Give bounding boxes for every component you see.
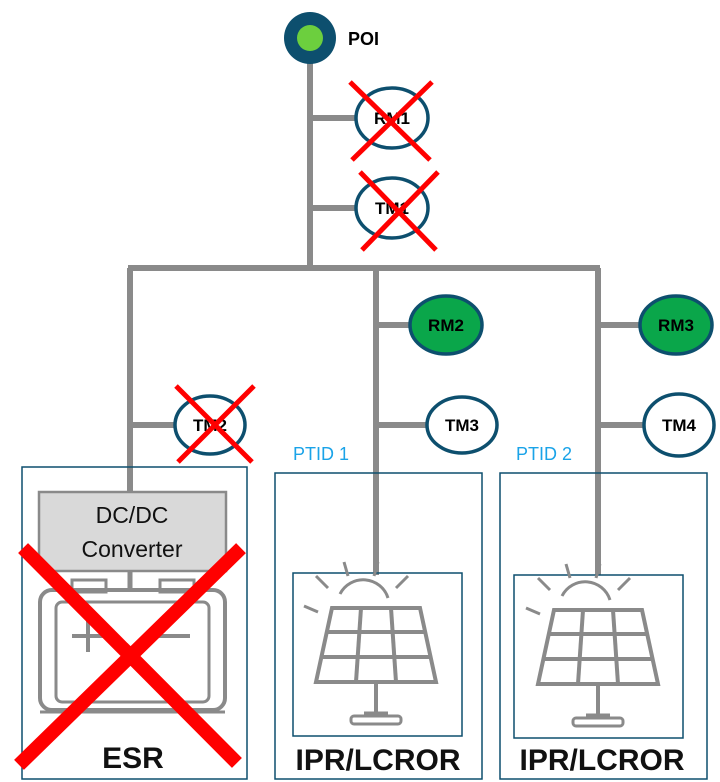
bus-lines — [127, 58, 644, 575]
ipr2-label: IPR/LCROR — [520, 744, 685, 777]
solar-panel-icon — [526, 564, 658, 726]
ipr1-label: IPR/LCROR — [296, 744, 461, 777]
rm2-label: RM2 — [428, 316, 464, 335]
esr-label: ESR — [102, 742, 164, 775]
converter-line2: Converter — [82, 536, 183, 562]
ptid1-label: PTID 1 — [293, 444, 349, 464]
converter-line1: DC/DC — [96, 502, 169, 528]
ptid1-box — [274, 472, 483, 780]
solar-box-1 — [292, 572, 463, 737]
dcdc-converter: DC/DC Converter — [37, 490, 228, 573]
solar-box-2 — [513, 574, 684, 739]
rm3-meter: RM3 — [638, 294, 714, 356]
tm3-label: TM3 — [445, 416, 479, 435]
esr-box — [21, 466, 248, 780]
tm4-meter: TM4 — [642, 392, 716, 458]
esr-cross-icon — [14, 543, 246, 770]
tm1-cross-icon — [358, 170, 440, 252]
ptid2-box — [499, 472, 708, 780]
solar-panel-icon — [304, 562, 436, 724]
tm3-meter: TM3 — [425, 395, 499, 455]
rm3-label: RM3 — [658, 316, 694, 335]
rm2-meter: RM2 — [408, 294, 484, 356]
poi-node — [284, 12, 336, 64]
battery-icon — [38, 578, 227, 714]
ptid2-label: PTID 2 — [516, 444, 572, 464]
rm1-cross-icon — [348, 80, 434, 162]
poi-label: POI — [348, 29, 379, 49]
tm2-cross-icon — [174, 384, 256, 464]
tm4-label: TM4 — [662, 416, 697, 435]
